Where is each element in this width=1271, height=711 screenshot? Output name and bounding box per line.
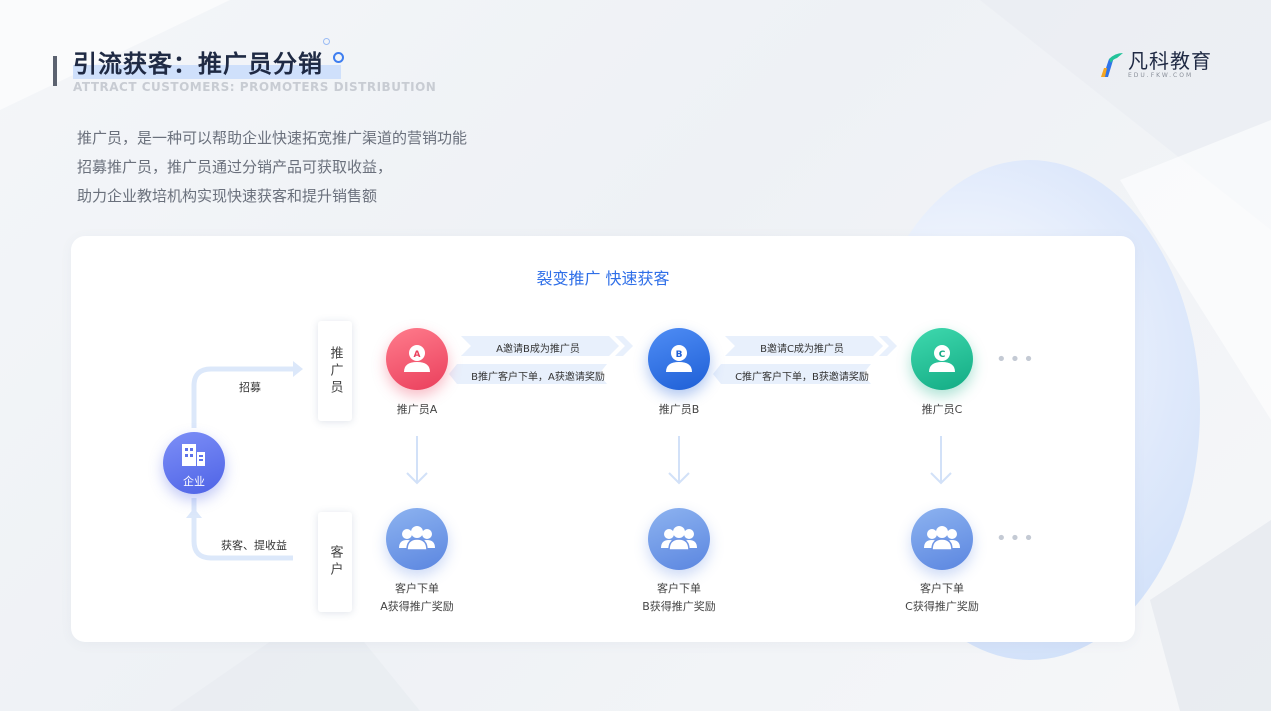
customer-label-c: 客户下单 C获得推广奖励 xyxy=(882,580,1002,616)
customer-group-b xyxy=(648,508,710,570)
person-icon: A xyxy=(404,345,430,372)
customer-label-a: 客户下单 A获得推广奖励 xyxy=(357,580,477,616)
svg-text:A: A xyxy=(414,350,421,360)
customer-line: B获得推广奖励 xyxy=(642,600,716,613)
users-icon xyxy=(924,526,960,551)
description-line: 招募推广员，推广员通过分销产品可获取收益， xyxy=(77,158,393,176)
enterprise-flow-lines xyxy=(186,336,952,561)
users-icon xyxy=(661,526,697,551)
decor-dot xyxy=(323,38,330,45)
svg-text:C: C xyxy=(939,350,946,360)
customer-line: C获得推广奖励 xyxy=(905,600,979,613)
promoter-label-c: 推广员C xyxy=(921,403,963,416)
logo-name: 凡科教育 xyxy=(1128,49,1212,73)
customer-line: 客户下单 xyxy=(657,582,701,595)
link-reward-a: B推广客户下单，A获邀请奖励 xyxy=(471,372,605,383)
customer-group-a xyxy=(386,508,448,570)
title-accent-bar xyxy=(53,56,57,86)
building-icon xyxy=(182,444,205,466)
description-line: 推广员，是一种可以帮助企业快速拓宽推广渠道的营销功能 xyxy=(77,129,468,147)
row-label-customer: 客户 xyxy=(318,512,352,612)
link-invite-b-c: B邀请C成为推广员 xyxy=(760,344,844,355)
page-subtitle: ATTRACT CUSTOMERS: PROMOTERS DISTRIBUTIO… xyxy=(73,80,437,94)
promoter-avatar-b: B xyxy=(648,328,710,390)
promoter-avatar-c: C xyxy=(911,328,973,390)
customer-line: 客户下单 xyxy=(920,582,964,595)
gain-label: 获客、提收益 xyxy=(221,539,287,552)
diagram-card: 裂变推广 快速获客 招募 获客、提收益 xyxy=(71,236,1135,642)
person-icon: B xyxy=(666,345,692,372)
customer-line: 客户下单 xyxy=(395,582,439,595)
customer-line: A获得推广奖励 xyxy=(380,600,454,613)
promoter-label-b: 推广员B xyxy=(658,403,700,416)
description-line: 助力企业教培机构实现快速获客和提升销售额 xyxy=(77,187,378,205)
ellipsis-icon: ••• xyxy=(996,528,1037,549)
description: 推广员，是一种可以帮助企业快速拓宽推广渠道的营销功能 招募推广员，推广员通过分销… xyxy=(77,124,467,211)
recruit-label: 招募 xyxy=(239,381,261,394)
ellipsis-icon: ••• xyxy=(996,349,1037,370)
customer-label-b: 客户下单 B获得推广奖励 xyxy=(619,580,739,616)
person-icon: C xyxy=(929,345,955,372)
customer-group-c xyxy=(911,508,973,570)
promoter-avatar-a: A xyxy=(386,328,448,390)
diagram-title: 裂变推广 快速获客 xyxy=(536,269,670,288)
decor-dot xyxy=(333,52,344,63)
logo-domain: EDU.FKW.COM xyxy=(1128,72,1194,79)
brand-logo: 凡科教育 EDU.FKW.COM xyxy=(1100,50,1212,79)
logo-mark-icon xyxy=(1101,52,1123,77)
promoter-label-a: 推广员A xyxy=(396,403,438,416)
svg-text:B: B xyxy=(676,350,683,360)
enterprise-label: 企业 xyxy=(183,475,205,488)
link-reward-b: C推广客户下单，B获邀请奖励 xyxy=(735,372,869,383)
page-title: 引流获客：推广员分销 xyxy=(73,44,341,79)
row-label-promoter: 推广员 xyxy=(318,321,352,421)
enterprise-node: 企业 xyxy=(163,432,225,494)
link-invite-a-b: A邀请B成为推广员 xyxy=(496,344,580,355)
users-icon xyxy=(399,526,435,551)
